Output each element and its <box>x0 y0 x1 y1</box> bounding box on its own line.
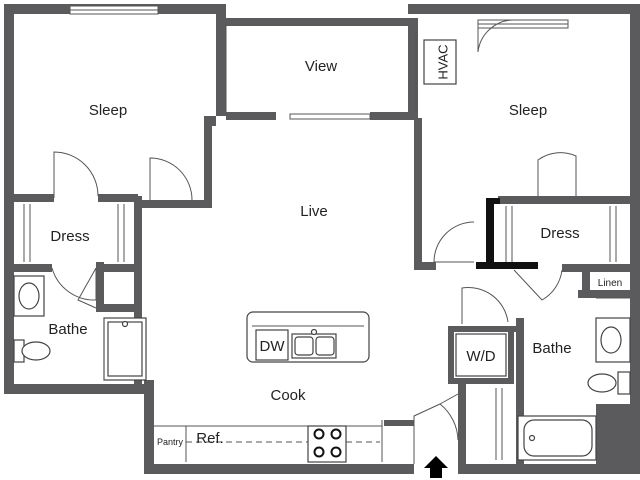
interior-walls <box>14 194 630 474</box>
room-label-cook: Cook <box>270 387 306 404</box>
appliance-label-wd: W/D <box>466 348 495 365</box>
room-label-dress-right: Dress <box>540 225 579 242</box>
room-label-bathe-left: Bathe <box>48 321 87 338</box>
doors <box>51 19 577 464</box>
kitchen <box>154 311 383 463</box>
appliance-label-ref: Ref. <box>196 430 224 447</box>
closet-lines <box>23 204 617 460</box>
accent-wall <box>476 198 538 269</box>
label-pantry: Pantry <box>157 437 184 447</box>
room-label-live: Live <box>300 203 328 220</box>
room-label-dress-left: Dress <box>50 228 89 245</box>
room-labels: Sleep View HVAC Sleep Live Dress Dress B… <box>48 44 622 447</box>
left-bath-fixtures <box>13 275 147 381</box>
room-label-sleep-left: Sleep <box>89 102 127 119</box>
room-label-linen: Linen <box>598 278 622 289</box>
room-label-hvac: HVAC <box>435 44 450 79</box>
room-label-view: View <box>305 58 337 75</box>
washer-dryer <box>455 333 507 377</box>
right-bath-fixtures <box>517 297 631 461</box>
appliance-label-dw: DW <box>260 338 286 355</box>
hvac-unit <box>423 39 457 85</box>
room-label-sleep-right: Sleep <box>509 102 547 119</box>
entry-arrow-icon <box>424 456 448 478</box>
room-label-bathe-right: Bathe <box>532 340 571 357</box>
